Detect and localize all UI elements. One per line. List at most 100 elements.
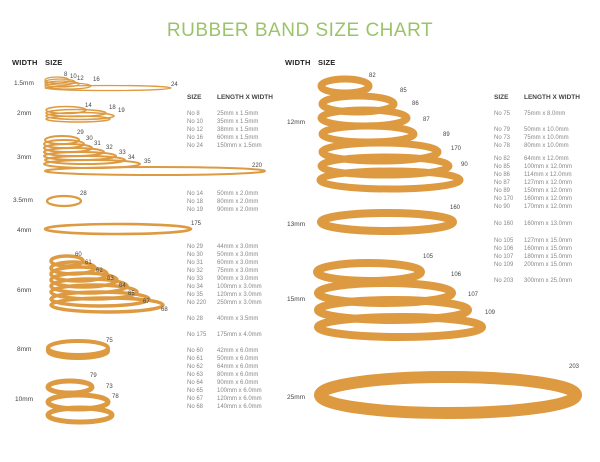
width-label-3mm: 3mm [17, 154, 32, 161]
band-label: 78 [112, 394, 119, 400]
dims-cell: 75mm x 10.0mm [524, 135, 569, 141]
size-cell: No 35 [187, 292, 204, 298]
dims-cell: 160mm x 13.0mm [524, 221, 573, 227]
band-label: 14 [85, 103, 92, 109]
dims-cell: 75mm x 3.0mm [217, 268, 259, 274]
width-label-4mm: 4mm [17, 227, 32, 234]
band-label: 86 [412, 101, 419, 107]
band-label: 63 [107, 276, 114, 282]
band-label: 107 [468, 292, 479, 298]
size-cell: No 175 [187, 332, 207, 338]
table-row: No 68 140mm x 6.0mm [187, 404, 262, 410]
table-row: No 29 44mm x 3.0mm [187, 244, 258, 250]
size-cell: No 68 [187, 404, 204, 410]
band-label: 79 [90, 373, 97, 379]
band-label: 31 [94, 141, 101, 147]
size-cell: No 73 [494, 135, 511, 141]
width-label-1.5mm: 1.5mm [14, 80, 34, 87]
band-label: 73 [106, 384, 113, 390]
dims-cell: 160mm x 15.0mm [524, 246, 573, 252]
band-label: 105 [423, 254, 434, 260]
dims-cell: 160mm x 12.0mm [524, 196, 573, 202]
dims-cell: 120mm x 6.0mm [217, 396, 262, 402]
width-label-8mm: 8mm [17, 346, 32, 353]
dims-cell: 50mm x 10.0mm [524, 127, 569, 133]
dims-cell: 44mm x 3.0mm [217, 244, 259, 250]
dims-cell: 170mm x 12.0mm [524, 204, 573, 210]
band-label: 16 [93, 77, 100, 83]
size-cell: No 28 [187, 316, 204, 322]
size-cell: No 78 [494, 143, 511, 149]
width-label-12mm: 12mm [287, 119, 306, 126]
dims-cell: 120mm x 3.0mm [217, 292, 262, 298]
dims-cell: 100mm x 6.0mm [217, 388, 262, 394]
band-label: 65 [128, 291, 135, 297]
size-cell: No 10 [187, 119, 204, 125]
band-label: 12 [77, 76, 84, 82]
table-row: No 170 160mm x 12.0mm [494, 196, 572, 202]
band-label: 10 [70, 74, 77, 80]
right-size-header: SIZE [318, 58, 336, 67]
dims-cell: 127mm x 15.0mm [524, 238, 573, 244]
band-label: 60 [75, 252, 82, 258]
size-cell: No 61 [187, 356, 204, 362]
band-label: 67 [143, 299, 150, 305]
size-cell: No 18 [187, 199, 204, 205]
left-table-size-header: SIZE [187, 94, 202, 101]
band-label: 87 [423, 117, 430, 123]
band-label: 34 [128, 155, 135, 161]
dims-cell: 80mm x 10.0mm [524, 143, 569, 149]
size-cell: No 64 [187, 380, 204, 386]
table-row: No 73 75mm x 10.0mm [494, 135, 569, 141]
size-cell: No 30 [187, 252, 204, 258]
band-label: 106 [451, 272, 462, 278]
table-row: No 10 35mm x 1.5mm [187, 119, 258, 125]
dims-cell: 200mm x 15.0mm [524, 262, 573, 268]
size-cell: No 160 [494, 221, 514, 227]
dims-cell: 90mm x 3.0mm [217, 276, 259, 282]
band-label: 61 [85, 260, 92, 266]
size-cell: No 24 [187, 143, 204, 149]
band-label: 35 [144, 159, 151, 165]
size-cell: No 29 [187, 244, 204, 250]
dims-cell: 80mm x 6.0mm [217, 372, 259, 378]
size-cell: No 34 [187, 284, 204, 290]
band-label: 90 [461, 162, 468, 168]
right-table-dims-header: LENGTH X WIDTH [524, 94, 580, 101]
dims-cell: 300mm x 25.0mm [524, 278, 573, 284]
size-cell: No 16 [187, 135, 204, 141]
left-table-dims-header: LENGTH X WIDTH [217, 94, 273, 101]
band-label: 82 [369, 73, 376, 79]
size-cell: No 90 [494, 204, 511, 210]
band-label: 89 [443, 132, 450, 138]
band-label: 32 [106, 145, 113, 151]
size-cell: No 65 [187, 388, 204, 394]
dims-cell: 140mm x 6.0mm [217, 404, 262, 410]
size-cell: No 62 [187, 364, 204, 370]
size-cell: No 170 [494, 196, 514, 202]
band-label: 28 [80, 191, 87, 197]
left-width-header: WIDTH [12, 58, 38, 67]
size-cell: No 14 [187, 191, 204, 197]
size-cell: No 12 [187, 127, 204, 133]
dims-cell: 35mm x 1.5mm [217, 119, 259, 125]
